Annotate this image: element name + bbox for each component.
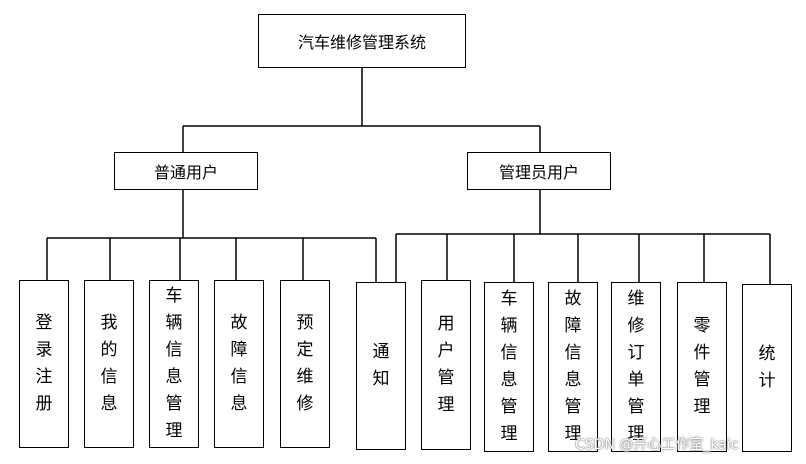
admin-group-node: 管理员用户 <box>467 152 611 190</box>
user-group-label: 普通用户 <box>153 163 218 182</box>
admin-module-node: 统计 <box>742 284 792 452</box>
admin-module-label: 车辆信息管理 <box>500 289 518 444</box>
root-node-label: 汽车维修管理系统 <box>297 33 426 52</box>
user-module-label: 故障信息 <box>230 313 248 414</box>
root-node: 汽车维修管理系统 <box>258 14 466 68</box>
user-module-node: 故障信息 <box>214 280 264 448</box>
admin-module-node: 车辆信息管理 <box>484 282 534 452</box>
watermark: CSDN @开心工作室_kaic <box>575 437 739 453</box>
admin-module-label: 零件管理 <box>693 316 711 417</box>
admin-module-node: 零件管理 <box>677 282 727 452</box>
user-module-node: 我的信息 <box>84 280 134 448</box>
user-module-node: 车辆信息管理 <box>149 280 199 448</box>
user-module-label: 我的信息 <box>100 313 118 414</box>
user-module-node: 登录注册 <box>19 280 69 448</box>
admin-group-label: 管理员用户 <box>498 163 579 182</box>
shared-module-node: 通知 <box>356 282 406 450</box>
admin-module-label: 用户管理 <box>437 314 455 415</box>
user-module-label: 车辆信息管理 <box>165 286 183 441</box>
admin-module-label: 统计 <box>758 344 776 391</box>
admin-module-node: 用户管理 <box>421 280 471 450</box>
user-module-label: 登录注册 <box>35 313 53 414</box>
shared-module-label: 通知 <box>372 342 390 389</box>
user-module-node: 预定维修 <box>280 280 330 448</box>
admin-module-node: 维修订单管理 <box>611 282 661 452</box>
admin-module-label: 故障信息管理 <box>564 289 582 444</box>
user-module-label: 预定维修 <box>296 313 314 414</box>
admin-module-node: 故障信息管理 <box>548 282 598 452</box>
admin-module-label: 维修订单管理 <box>627 289 645 444</box>
user-group-node: 普通用户 <box>114 152 258 190</box>
